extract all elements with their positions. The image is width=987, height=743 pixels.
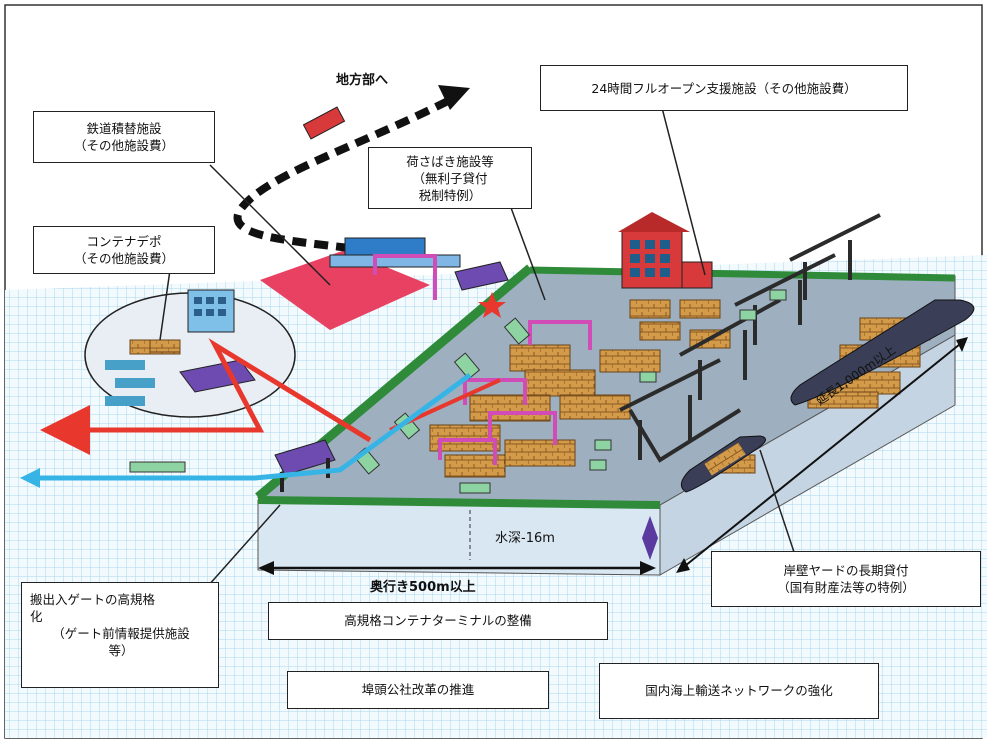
callout-cargo-handling: 荷さばき施設等 （無利子貸付 税制特例） xyxy=(368,147,532,209)
green-edge-front xyxy=(257,496,661,509)
callout-24h-support: 24時間フルオープン支援施設（その他施設費） xyxy=(540,65,908,111)
container-depot-line1: コンテナデポ xyxy=(86,234,162,249)
box-high-spec-terminal: 高規格コンテナターミナルの整備 xyxy=(268,602,608,640)
rail-transfer-line2: （その他施設費） xyxy=(73,138,174,153)
label-inland-depth: 奥行き500m以上 xyxy=(370,580,476,595)
yard-vehicles xyxy=(129,289,787,494)
blue-flow-arrow xyxy=(25,372,472,481)
gate-line3: （ゲート前情報提供施設 xyxy=(52,626,190,641)
gate-line4: 等） xyxy=(108,643,134,658)
quay-lease-line1: 岸壁ヤードの長期貸付 xyxy=(783,563,909,578)
ships xyxy=(680,299,975,493)
cargo-handling-line1: 荷さばき施設等 xyxy=(406,154,494,169)
rail-arrowhead xyxy=(438,85,470,110)
cargo-handling-line2: （無利子貸付 xyxy=(412,171,488,186)
quay-cranes xyxy=(619,213,881,463)
depth-marker xyxy=(642,516,658,560)
box-pier-reform: 埠頭公社改革の推進 xyxy=(287,671,549,709)
quay-lease-line2: （国有財産法等の特例） xyxy=(777,580,915,595)
callout-quay-lease: 岸壁ヤードの長期貸付 （国有財産法等の特例） xyxy=(711,551,981,607)
container-depot-line2: （その他施設費） xyxy=(73,251,174,266)
callout-gate: 搬出入ゲートの高規格 化 （ゲート前情報提供施設 等） xyxy=(21,582,219,688)
leader-lines xyxy=(159,99,801,596)
train xyxy=(302,106,346,140)
box-domestic-network: 国内海上輸送ネットワークの強化 xyxy=(599,663,879,719)
callout-rail-transfer: 鉄道積替施設 （その他施設費） xyxy=(33,111,215,163)
label-to-regions: 地方部へ xyxy=(336,73,389,88)
yard-side xyxy=(257,499,661,576)
yard-gates xyxy=(274,261,509,492)
star-marker xyxy=(478,292,506,318)
straddle-gantries xyxy=(373,254,592,465)
callout-container-depot: コンテナデポ （その他施設費） xyxy=(33,226,215,274)
rail-line xyxy=(233,96,452,252)
gate-line2: 化 xyxy=(30,609,43,624)
length-dimension xyxy=(679,339,966,571)
rail-transfer-line1: 鉄道積替施設 xyxy=(86,121,162,136)
gate-line1: 搬出入ゲートの高規格 xyxy=(30,592,156,607)
label-depth: 水深-16m xyxy=(495,531,555,546)
red-flow-arrow xyxy=(40,338,372,455)
depot-gate xyxy=(179,359,256,393)
cargo-handling-line3: 税制特例） xyxy=(418,188,482,203)
green-edge-back xyxy=(529,266,956,282)
rail-zone xyxy=(260,250,430,330)
